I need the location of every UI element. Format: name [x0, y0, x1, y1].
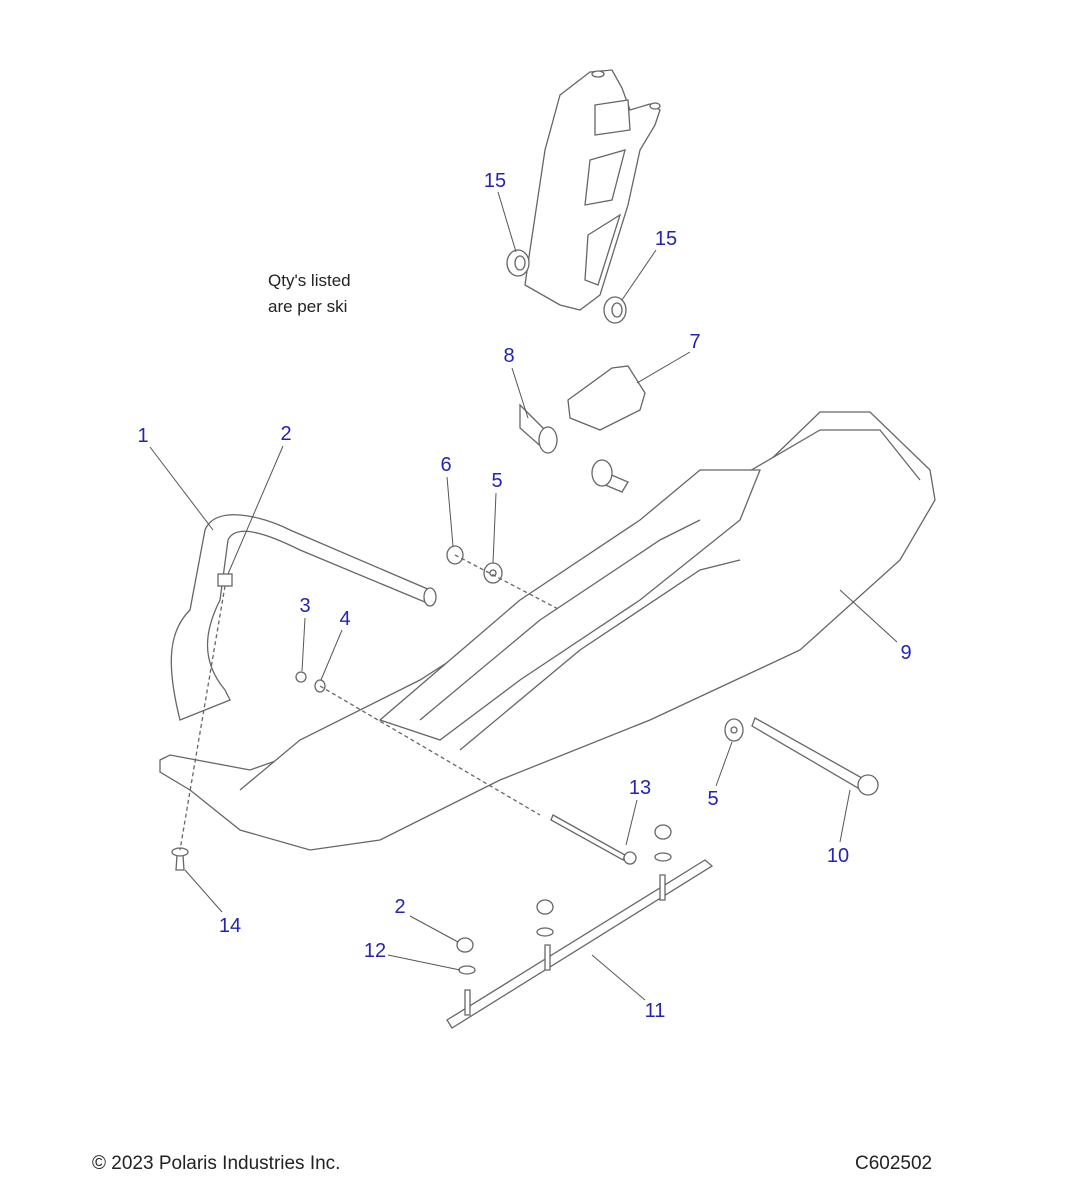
quantity-note: Qty's listed are per ski — [268, 268, 351, 320]
callout-3: 3 — [299, 595, 311, 617]
callout-5: 5 — [707, 788, 719, 810]
callout-5: 5 — [491, 470, 503, 492]
callout-13: 13 — [628, 777, 652, 799]
callout-2: 2 — [280, 423, 292, 445]
callout-1: 1 — [137, 425, 149, 447]
bolt-13 — [550, 814, 626, 861]
callout-4: 4 — [339, 608, 351, 630]
callout-8: 8 — [503, 345, 515, 367]
copyright-text: © 2023 Polaris Industries Inc. — [92, 1153, 341, 1174]
carbide-11 — [446, 859, 714, 1029]
nut-2 — [217, 573, 233, 587]
nut-3 — [295, 671, 307, 683]
bolt-10 — [751, 717, 863, 789]
screw-14 — [175, 854, 185, 871]
note-line-2: are per ski — [268, 297, 348, 316]
callout-11: 11 — [644, 1000, 666, 1022]
callout-15: 15 — [654, 228, 678, 250]
block-7 — [567, 365, 646, 431]
spindle-bracket — [524, 69, 661, 311]
callout-14: 14 — [218, 915, 242, 937]
callout-6: 6 — [440, 454, 452, 476]
callout-7: 7 — [689, 331, 701, 353]
leader-lines — [149, 191, 898, 1001]
loop-1 — [170, 514, 433, 721]
callout-12: 12 — [363, 940, 387, 962]
ski-9 — [159, 411, 936, 851]
note-line-1: Qty's listed — [268, 271, 351, 290]
callout-10: 10 — [826, 845, 850, 867]
callout-15: 15 — [483, 170, 507, 192]
diagram-code: C602502 — [855, 1153, 933, 1174]
callout-9: 9 — [900, 642, 912, 664]
callout-2: 2 — [394, 896, 406, 918]
